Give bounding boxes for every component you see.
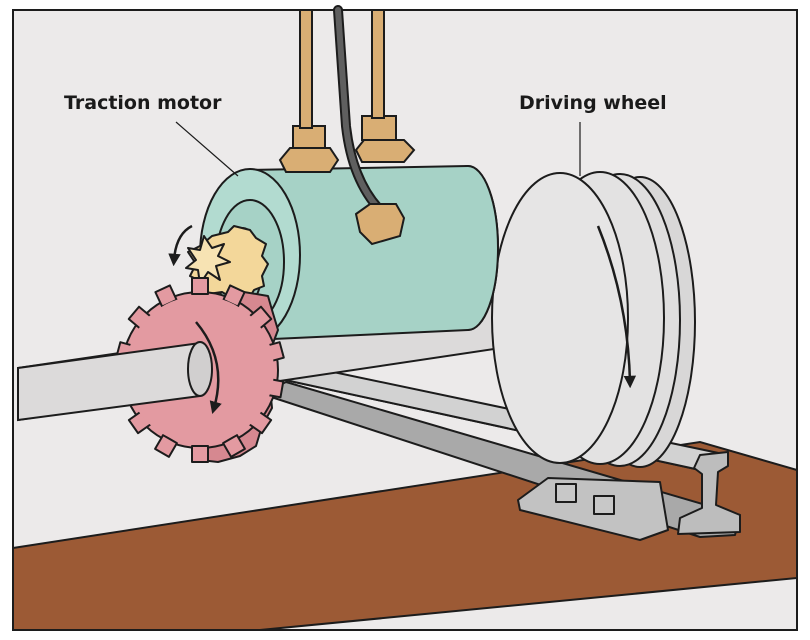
driving-wheel [491, 171, 696, 468]
motor-casing [249, 164, 499, 342]
wire-right [371, 9, 385, 119]
bull-gear-rotation-arrow [195, 321, 222, 415]
terminal-right [354, 115, 416, 163]
traction-motor-label: Traction motor [64, 92, 222, 114]
cable-core [335, 7, 383, 213]
rail-clip-1 [555, 483, 577, 503]
leader-line-motor [175, 121, 239, 177]
wheel-face [491, 172, 629, 464]
wire-left [299, 9, 313, 129]
driving-wheel-label: Driving wheel [519, 92, 667, 114]
cable-connector [354, 203, 406, 246]
terminal-left [278, 125, 340, 173]
pinion-face [185, 235, 231, 285]
wheel-rotation-arrow [596, 225, 637, 389]
pinion-rotation-arrow [168, 224, 193, 267]
rail-end-profile [677, 451, 741, 535]
rail-clip-2 [593, 495, 615, 515]
axle-gear-hub [187, 341, 213, 397]
